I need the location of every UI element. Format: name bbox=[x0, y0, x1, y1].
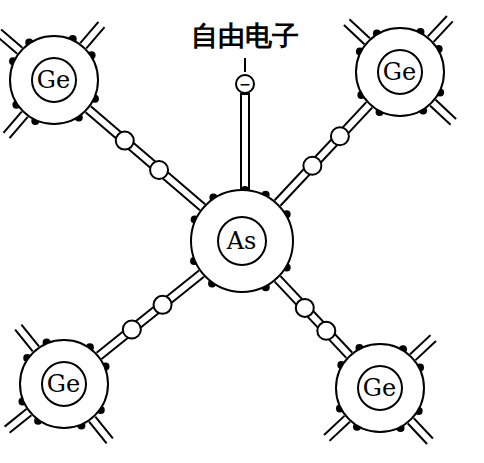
bond-line bbox=[281, 276, 353, 352]
bond-electron bbox=[116, 132, 134, 150]
bond-electron bbox=[154, 296, 172, 314]
atom-core: Ge bbox=[357, 365, 403, 411]
bond-line bbox=[280, 108, 372, 206]
leader-line bbox=[244, 58, 246, 72]
outer-bond-stub bbox=[344, 25, 364, 44]
outer-bond-stub bbox=[330, 422, 350, 441]
atom-core: Ge bbox=[377, 49, 423, 95]
atom-shell: As bbox=[190, 189, 294, 293]
bond-electron bbox=[303, 157, 321, 175]
outer-bond-stub bbox=[10, 117, 28, 138]
atom-shell: Ge bbox=[335, 343, 425, 433]
outer-bond-stub bbox=[86, 27, 104, 48]
electron-stub bbox=[241, 94, 249, 189]
element-symbol: Ge bbox=[37, 68, 70, 92]
bond-line bbox=[91, 106, 205, 204]
bond-electron bbox=[123, 320, 141, 338]
outer-bond-stub bbox=[428, 16, 447, 36]
atom-core: As bbox=[217, 216, 267, 266]
outer-bond-stub bbox=[324, 416, 344, 435]
element-symbol: Ge bbox=[383, 60, 416, 84]
outer-bond-stub bbox=[80, 22, 98, 43]
covalent-bond bbox=[75, 95, 218, 224]
covalent-bond bbox=[262, 91, 384, 218]
outer-bond-stub bbox=[414, 418, 433, 438]
outer-bond-stub bbox=[0, 36, 17, 54]
outer-bond-stub bbox=[416, 341, 436, 360]
bond-line bbox=[86, 112, 200, 210]
atom-core: Ge bbox=[41, 361, 87, 407]
bond-line bbox=[275, 282, 347, 358]
element-symbol: Ge bbox=[363, 376, 396, 400]
outer-bond-stub bbox=[1, 29, 22, 47]
outer-bond-stub bbox=[21, 325, 39, 347]
electron-circle: − bbox=[235, 74, 255, 94]
outer-bond-stub bbox=[430, 106, 450, 125]
covalent-bond bbox=[86, 257, 216, 371]
outer-bond-stub bbox=[410, 335, 430, 354]
outer-bond-stub bbox=[89, 422, 107, 444]
element-symbol: Ge bbox=[47, 372, 80, 396]
atom-core: Ge bbox=[31, 57, 77, 103]
atom-shell: Ge bbox=[355, 27, 445, 117]
atom-shell: Ge bbox=[9, 35, 99, 125]
outer-bond-stub bbox=[95, 417, 113, 439]
bond-line bbox=[102, 277, 204, 359]
bond-electron bbox=[331, 127, 349, 145]
outer-bond-stub bbox=[349, 19, 369, 38]
bond-electron bbox=[296, 299, 314, 317]
outer-bond-stub bbox=[10, 415, 32, 433]
outer-bond-stub bbox=[436, 100, 456, 119]
outer-bond-stub bbox=[3, 112, 21, 133]
bond-line bbox=[97, 270, 199, 352]
atom-shell: Ge bbox=[19, 339, 109, 429]
free-electron-label: 自由电子 bbox=[191, 18, 299, 54]
outer-bond-stub bbox=[15, 330, 33, 352]
outer-bond-stub bbox=[408, 424, 427, 444]
outer-bond-stub bbox=[434, 21, 453, 41]
outer-bond-stub bbox=[5, 409, 27, 427]
minus-sign: − bbox=[239, 77, 251, 91]
element-symbol: As bbox=[227, 229, 257, 253]
bond-line bbox=[275, 102, 367, 200]
bond-electron bbox=[150, 161, 168, 179]
bond-electron bbox=[317, 322, 335, 340]
